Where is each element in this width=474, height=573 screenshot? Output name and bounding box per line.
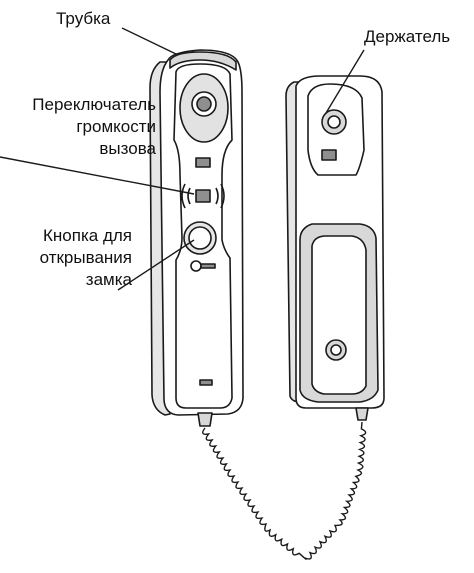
volume-wave-right-2 — [220, 183, 225, 209]
volume-wave-left-1 — [187, 187, 191, 205]
earpiece-center — [196, 96, 212, 112]
handset-top-cap — [169, 51, 237, 71]
label-handset: Трубка — [56, 9, 111, 28]
volume-switch — [181, 183, 225, 209]
leader-lines — [0, 27, 365, 291]
handset-cord-socket — [197, 412, 213, 427]
lock-button-inner — [188, 226, 212, 250]
holder-cord-socket — [355, 407, 369, 421]
handset — [149, 49, 244, 427]
leader-handset — [121, 27, 177, 55]
coiled-cord — [202, 421, 367, 560]
leader-volume — [0, 156, 195, 195]
holder-bottom-screw — [330, 344, 342, 356]
volume-wave-right-1 — [215, 187, 219, 205]
key-icon — [190, 260, 216, 272]
holder-top-screw — [327, 115, 341, 129]
label-lock-button: Кнопка для открывания замка — [39, 226, 132, 289]
cord-path — [202, 421, 367, 560]
volume-switch-body — [195, 189, 211, 203]
volume-wave-left-2 — [181, 183, 186, 209]
leader-holder — [325, 49, 365, 114]
holder — [285, 75, 385, 421]
handset-slot — [195, 157, 211, 168]
leader-lock — [117, 239, 195, 291]
holder-cradle-inner — [311, 235, 367, 395]
label-volume-switch: Переключатель громкости вызова — [32, 95, 156, 158]
microphone-slot — [199, 379, 213, 386]
label-holder: Держатель — [364, 27, 451, 46]
holder-hook-tab — [321, 149, 337, 161]
